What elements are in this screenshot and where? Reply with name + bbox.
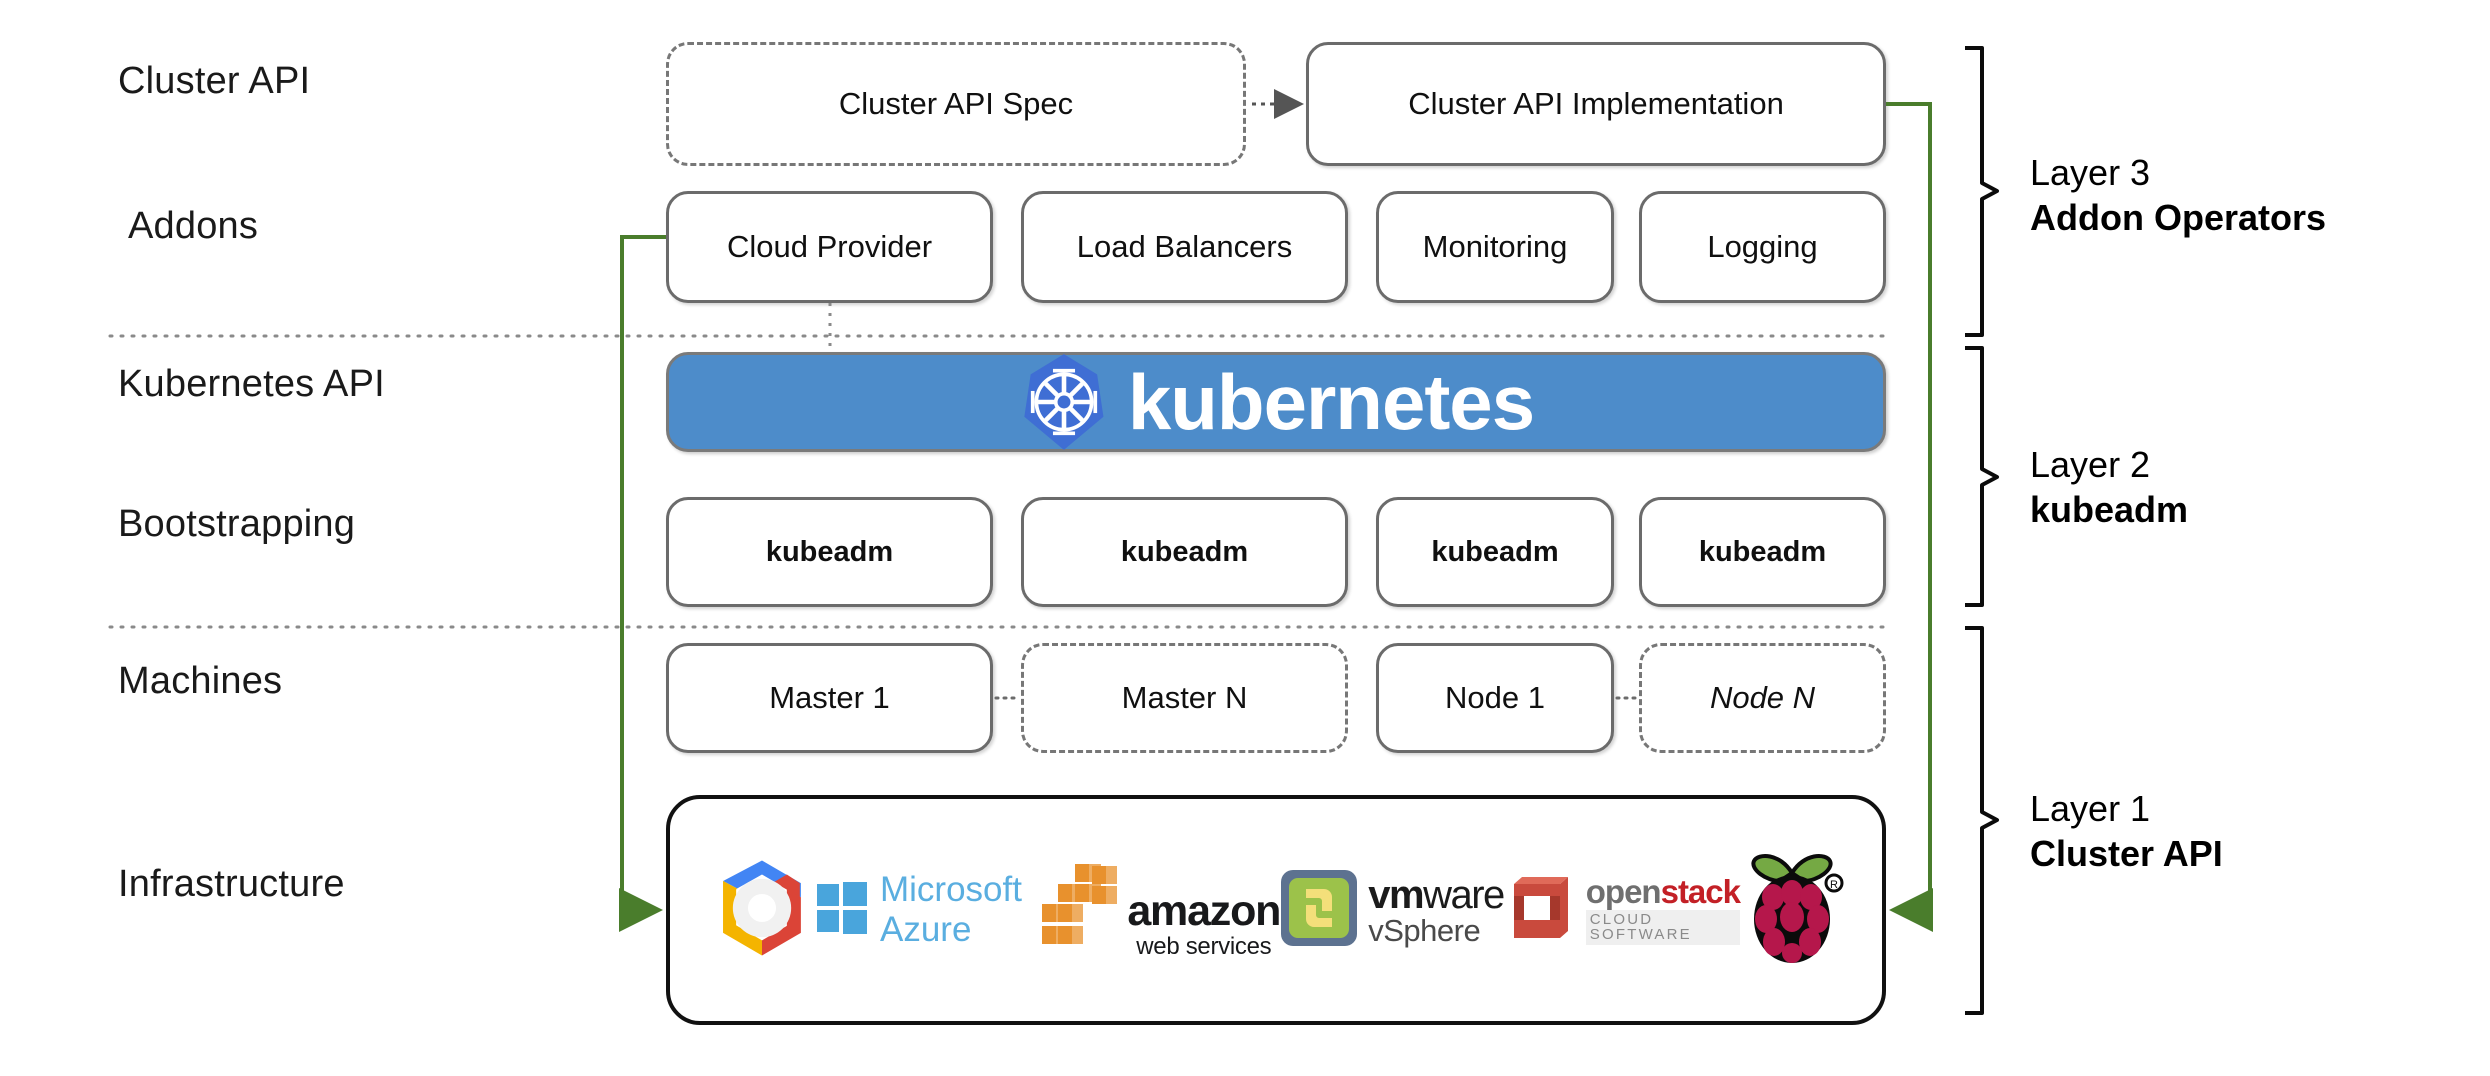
bootstrap-box-1[interactable]: kubeadm xyxy=(666,497,993,607)
vmware-label: vmware xyxy=(1368,872,1505,917)
cloud-provider-to-infrastructure-arrow xyxy=(619,235,666,932)
raspberry-pi-icon: R xyxy=(1740,849,1844,972)
openstack-icon xyxy=(1504,872,1576,949)
layer-3-text: Layer 3 Addon Operators xyxy=(2030,150,2326,240)
layer-3-name: Addon Operators xyxy=(2030,197,2327,238)
provider-logo-azure[interactable]: Microsoft Azure xyxy=(816,855,1037,965)
layer-2-text: Layer 2 kubeadm xyxy=(2030,442,2188,532)
machine-label-master-n: Master N xyxy=(1121,680,1248,715)
addon-box-monitoring[interactable]: Monitoring xyxy=(1376,191,1614,303)
row-label-bootstrapping: Bootstrapping xyxy=(118,503,356,545)
machine-box-node-1[interactable]: Node 1 xyxy=(1376,643,1614,753)
bootstrap-label-2: kubeadm xyxy=(1120,535,1249,568)
bootstrap-label-3: kubeadm xyxy=(1431,535,1559,568)
addon-box-logging[interactable]: Logging xyxy=(1639,191,1886,303)
bootstrap-label-1: kubeadm xyxy=(765,535,894,568)
bootstrap-box-2[interactable]: kubeadm xyxy=(1021,497,1348,607)
kubernetes-banner: kubernetes xyxy=(666,352,1886,452)
cluster-api-spec-box[interactable]: Cluster API Spec xyxy=(666,42,1246,166)
layer-2-bracket xyxy=(1965,346,1999,607)
layer-3-number: Layer 3 xyxy=(2030,152,2151,193)
addon-label-logging: Logging xyxy=(1707,229,1818,264)
layer-3-bracket xyxy=(1965,46,1999,337)
layer-2-name: kubeadm xyxy=(2030,489,2189,530)
openstack-sublabel: CLOUD SOFTWARE xyxy=(1585,909,1740,946)
provider-logo-gcp[interactable] xyxy=(708,855,816,965)
aws-icon xyxy=(1037,862,1123,959)
gcp-hexagon-icon xyxy=(708,854,816,967)
machine-label-node-1: Node 1 xyxy=(1445,680,1545,715)
vmware-icon xyxy=(1280,869,1358,952)
machine-box-node-n[interactable]: Node N xyxy=(1639,643,1886,753)
provider-logo-raspberry-pi[interactable]: R xyxy=(1740,853,1844,965)
cluster-api-spec-label: Cluster API Spec xyxy=(838,86,1074,121)
row-label-kubernetes-api: Kubernetes API xyxy=(118,363,385,405)
vmware-sublabel: vSphere xyxy=(1368,912,1481,948)
azure-label: Microsoft Azure xyxy=(880,870,1022,949)
addon-label-monitoring: Monitoring xyxy=(1422,229,1568,264)
kubernetes-helm-wheel-icon xyxy=(1018,352,1110,452)
infrastructure-panel: Microsoft Azure xyxy=(666,795,1886,1025)
machine-label-master-1: Master 1 xyxy=(769,680,890,715)
machine-box-master-1[interactable]: Master 1 xyxy=(666,643,993,753)
layer-1-bracket xyxy=(1965,626,1999,1015)
row-label-cluster-api: Cluster API xyxy=(118,60,311,102)
addon-label-load-balancers: Load Balancers xyxy=(1076,229,1293,264)
machine-label-node-n: Node N xyxy=(1709,680,1816,715)
provider-logo-vmware[interactable]: vmware vSphere xyxy=(1280,855,1505,965)
layer-2-number: Layer 2 xyxy=(2030,444,2151,485)
row-label-infrastructure: Infrastructure xyxy=(118,863,345,905)
bootstrap-box-3[interactable]: kubeadm xyxy=(1376,497,1614,607)
row-label-machines: Machines xyxy=(118,660,283,702)
openstack-label: openstack xyxy=(1585,872,1741,910)
cluster-api-implementation-label: Cluster API Implementation xyxy=(1408,86,1784,121)
svg-text:R: R xyxy=(1830,879,1838,891)
layer-1-text: Layer 1 Cluster API xyxy=(2030,786,2223,876)
cluster-api-implementation-box[interactable]: Cluster API Implementation xyxy=(1306,42,1886,166)
addon-box-cloud-provider[interactable]: Cloud Provider xyxy=(666,191,993,303)
vmware-label-rest: ware xyxy=(1423,872,1505,917)
addon-label-cloud-provider: Cloud Provider xyxy=(726,229,933,264)
aws-sublabel: web services xyxy=(1136,932,1272,960)
kubernetes-wordmark: kubernetes xyxy=(1127,358,1535,446)
layer-1-name: Cluster API xyxy=(2030,833,2223,874)
cluster-api-impl-to-infrastructure-arrow xyxy=(1886,102,1933,932)
layer-1-number: Layer 1 xyxy=(2030,788,2151,829)
machine-box-master-n[interactable]: Master N xyxy=(1021,643,1348,753)
bootstrap-label-4: kubeadm xyxy=(1698,535,1827,568)
provider-logo-aws[interactable]: amazon web services xyxy=(1037,855,1281,965)
bootstrap-box-4[interactable]: kubeadm xyxy=(1639,497,1886,607)
provider-logo-openstack[interactable]: openstack CLOUD SOFTWARE xyxy=(1504,855,1741,965)
aws-label: amazon xyxy=(1127,886,1281,935)
row-label-addons: Addons xyxy=(128,205,259,247)
addon-box-load-balancers[interactable]: Load Balancers xyxy=(1021,191,1348,303)
microsoft-azure-icon xyxy=(816,881,868,939)
